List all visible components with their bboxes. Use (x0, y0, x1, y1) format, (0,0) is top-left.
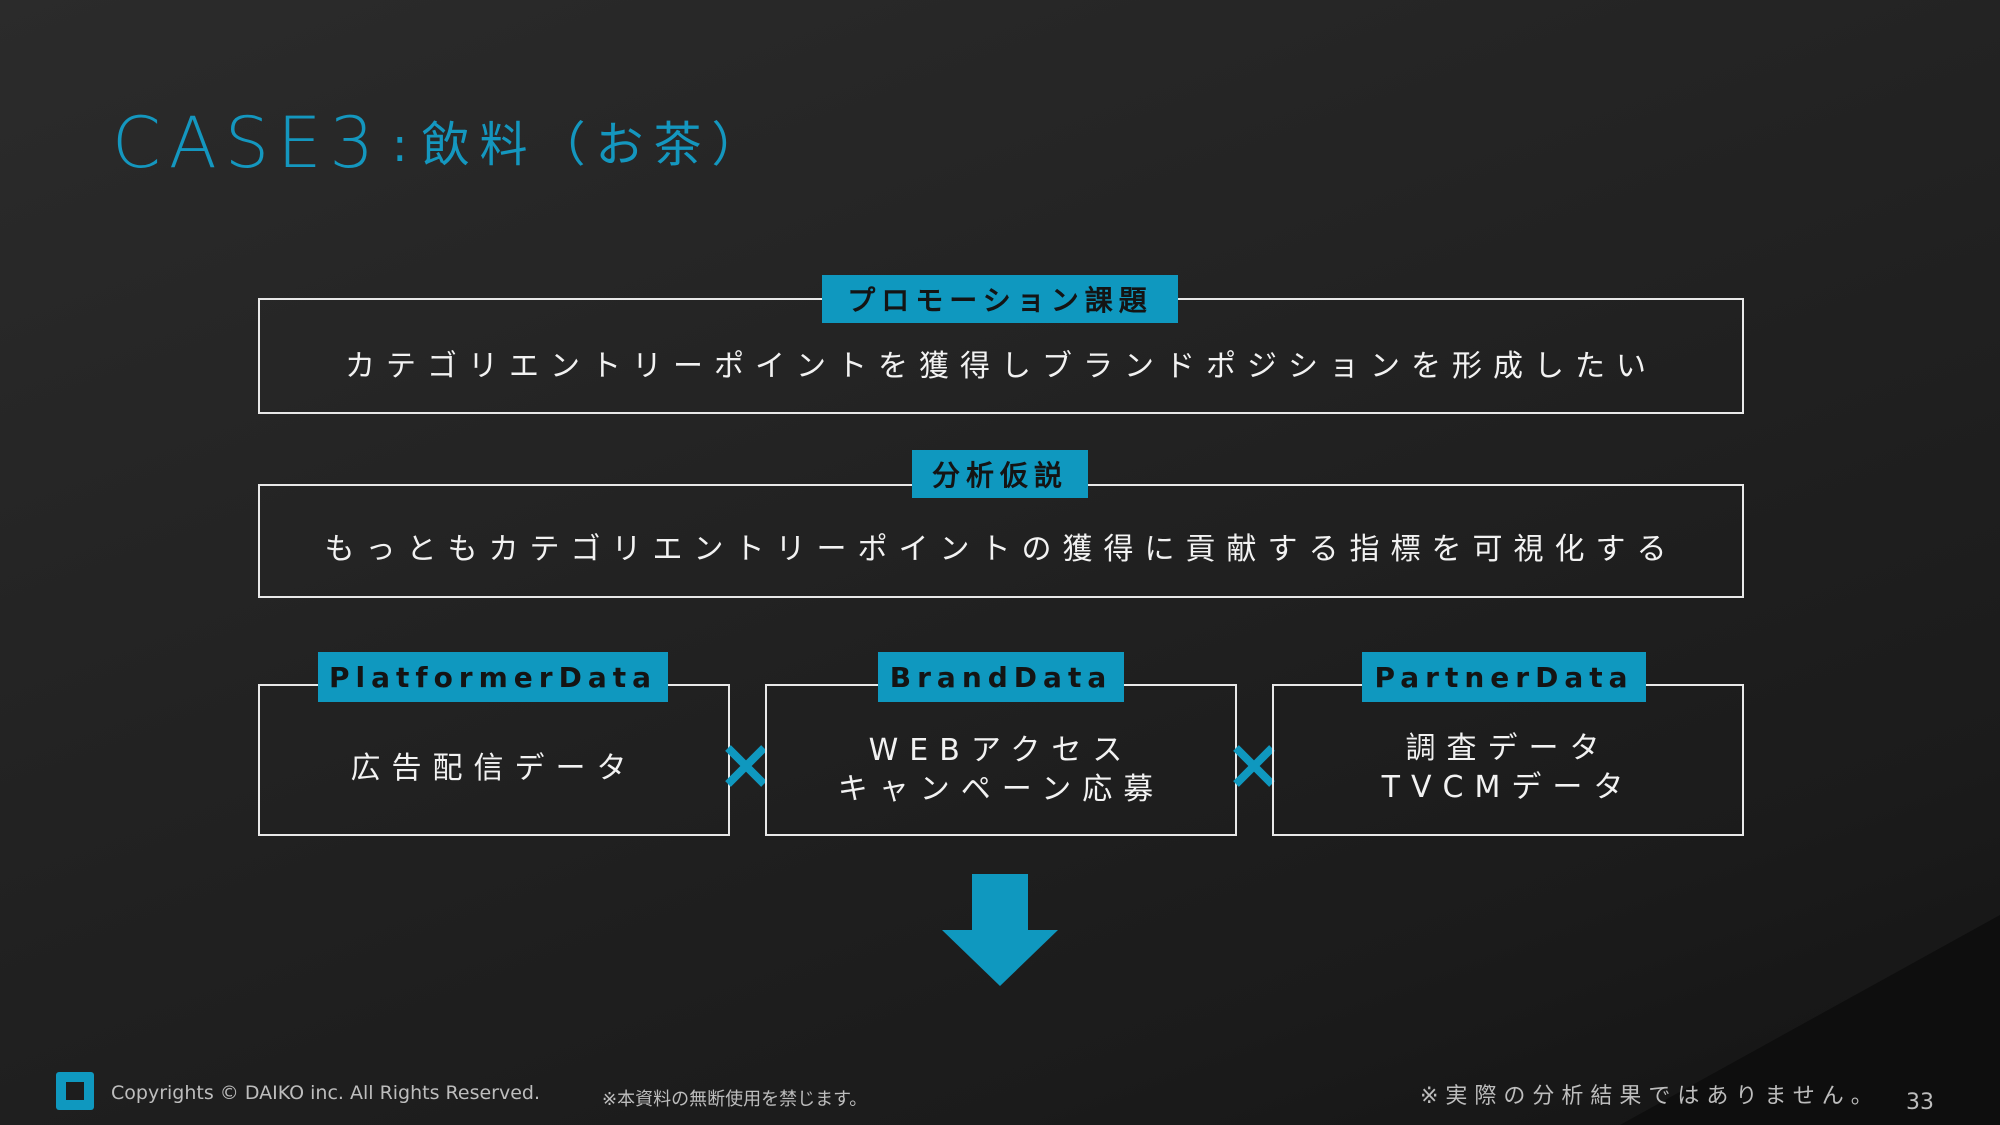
page-title: CASE3:飲料（お茶） (112, 108, 769, 178)
source-partner-line-2: TVCMデータ (1381, 770, 1635, 805)
source-box-partner: 調査データ TVCMデータ (1272, 684, 1744, 836)
cross-icon (725, 745, 767, 787)
title-subject: 飲料（お茶） (421, 117, 770, 173)
source-partner-text: 調査データ TVCMデータ (1382, 729, 1635, 807)
promotion-text: カテゴリエントリーポイントを獲得しブランドポジションを形成したい (345, 348, 1657, 384)
title-separator: : (391, 118, 408, 172)
title-case: CASE3 (112, 102, 382, 184)
source-partner-line-1: 調査データ (1405, 731, 1611, 766)
source-platformer-text: 広告配信データ (351, 749, 638, 788)
source-brand-text: WEBアクセス キャンペーン応募 (838, 731, 1165, 809)
corner-shade (1620, 915, 2000, 1125)
usage-notice: ※本資料の無断使用を禁じます。 (602, 1089, 868, 1110)
hypothesis-box: もっともカテゴリエントリーポイントの獲得に貢献する指標を可視化する (258, 484, 1744, 598)
source-platformer-line-1: 広告配信データ (350, 750, 638, 786)
source-brand-line-2: キャンペーン応募 (837, 772, 1165, 807)
cross-icon (1233, 745, 1275, 787)
hypothesis-label: 分析仮説 (912, 450, 1088, 498)
hypothesis-text: もっともカテゴリエントリーポイントの獲得に貢献する指標を可視化する (324, 531, 1678, 567)
promotion-label: プロモーション課題 (822, 275, 1178, 323)
down-arrow-icon (942, 874, 1058, 986)
daiko-logo-icon (56, 1072, 94, 1110)
disclaimer-text: ※実際の分析結果ではありません。 (1420, 1084, 1880, 1109)
copyright-text: Copyrights © DAIKO inc. All Rights Reser… (111, 1082, 541, 1104)
source-label-partner: PartnerData (1362, 652, 1646, 702)
page-number: 33 (1906, 1090, 1934, 1115)
source-brand-line-1: WEBアクセス (868, 733, 1134, 768)
source-box-brand: WEBアクセス キャンペーン応募 (765, 684, 1237, 836)
source-label-platformer: PlatformerData (318, 652, 668, 702)
source-label-brand: BrandData (878, 652, 1124, 702)
source-box-platformer: 広告配信データ (258, 684, 730, 836)
